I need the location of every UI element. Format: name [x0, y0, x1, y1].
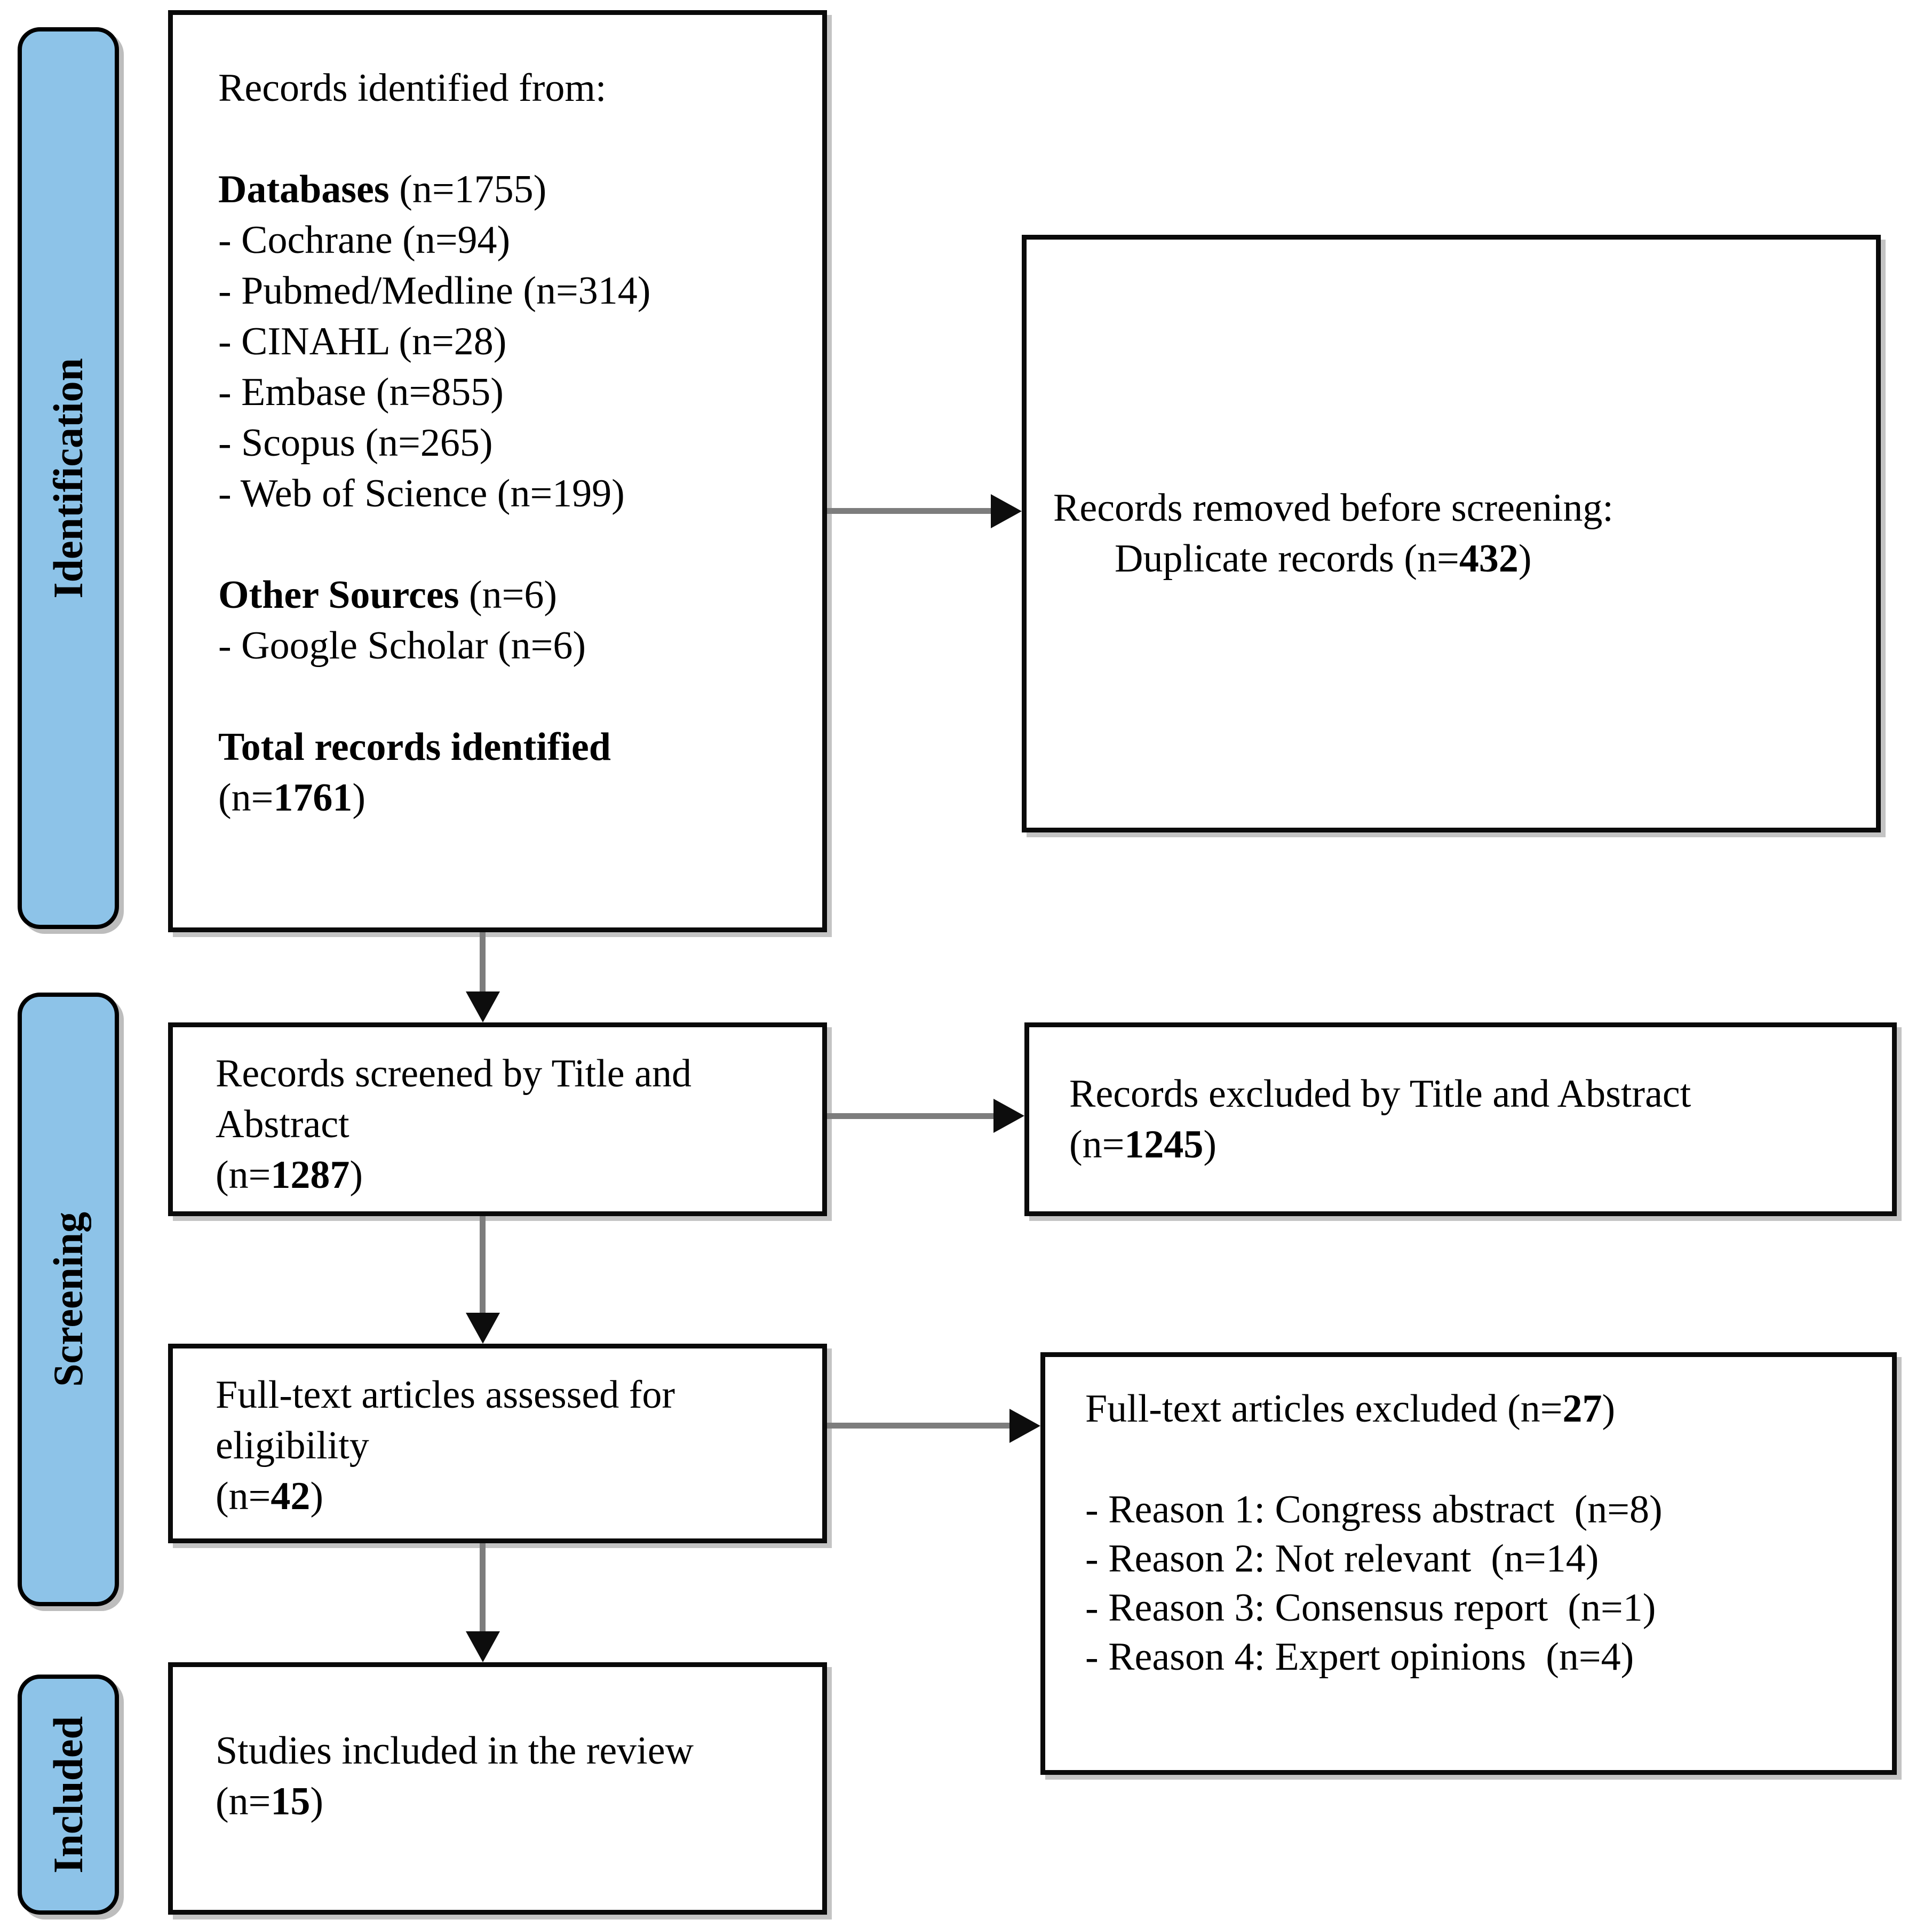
count-suffix: )	[310, 1780, 324, 1823]
arrow-head-identified-to-screened	[466, 991, 500, 1022]
box-records-identified: Records identified from: Databases (n=17…	[168, 10, 827, 932]
spacer	[218, 114, 801, 164]
exclusion-reason-1: - Reason 1: Congress abstract (n=8)	[1085, 1488, 1663, 1532]
arrow-line-screened-to-excluded	[827, 1113, 995, 1119]
count-value: 432	[1459, 537, 1518, 581]
count-suffix: )	[1602, 1387, 1616, 1431]
other-sources-count: (n=6)	[459, 573, 558, 617]
duplicate-records-count: Duplicate records (n=432)	[1053, 534, 1855, 584]
exclusion-reason-3: - Reason 3: Consensus report (n=1)	[1085, 1586, 1656, 1630]
arrow-line-fulltext-to-included	[480, 1543, 486, 1633]
arrow-line-identified-to-removed	[827, 508, 992, 514]
arrow-line-screened-to-fulltext	[480, 1216, 486, 1314]
count-value: 1245	[1124, 1122, 1204, 1167]
count-suffix: )	[352, 776, 366, 820]
spacer	[218, 671, 801, 722]
other-sources-heading: Other Sources	[218, 573, 459, 617]
total-records-count: (n=1761)	[218, 773, 801, 823]
count-value: 42	[271, 1474, 311, 1518]
arrow-head-identified-to-removed	[991, 494, 1022, 528]
records-removed-title: Records removed before screening:	[1053, 486, 1613, 530]
count-suffix: )	[1203, 1122, 1217, 1167]
arrow-head-screened-to-excluded	[993, 1099, 1024, 1133]
box-records-excluded-title-abstract: Records excluded by Title and Abstract (…	[1024, 1022, 1897, 1216]
records-excluded-title: Records excluded by Title and Abstract	[1069, 1072, 1691, 1116]
fulltext-assessed-line2: eligibility	[216, 1424, 369, 1467]
stage-label-screening: Screening	[45, 1212, 91, 1387]
count-suffix: )	[349, 1153, 363, 1197]
box-studies-included: Studies included in the review (n=15)	[168, 1662, 827, 1915]
fulltext-excluded-heading: Full-text articles excluded (n=27)	[1085, 1384, 1871, 1434]
count-suffix: )	[310, 1474, 324, 1518]
studies-included-count: (n=15)	[216, 1776, 801, 1827]
database-item-web-of-science: - Web of Science (n=199)	[218, 472, 625, 515]
records-identified-title: Records identified from:	[218, 66, 607, 110]
fulltext-assessed-count: (n=42)	[216, 1471, 801, 1522]
count-prefix: (n=	[216, 1153, 271, 1197]
database-item-cochrane: - Cochrane (n=94)	[218, 218, 511, 262]
exclusion-reasons-list: - Reason 1: Congress abstract (n=8) - Re…	[1085, 1485, 1871, 1681]
arrow-head-fulltext-to-excluded	[1009, 1409, 1040, 1443]
arrow-line-fulltext-to-excluded	[827, 1423, 1011, 1429]
exclusion-reason-4: - Reason 4: Expert opinions (n=4)	[1085, 1635, 1634, 1679]
exclusion-reason-2: - Reason 2: Not relevant (n=14)	[1085, 1537, 1599, 1581]
records-screened-line1: Records screened by Title and	[216, 1052, 691, 1096]
fulltext-assessed-line1: Full-text articles assessed for	[216, 1373, 675, 1417]
records-screened-count: (n=1287)	[216, 1150, 801, 1201]
database-item-cinahl: - CINAHL (n=28)	[218, 320, 507, 363]
stage-label-identification: Identification	[45, 358, 91, 599]
count-value: 1761	[273, 776, 353, 820]
arrow-head-fulltext-to-included	[466, 1631, 500, 1662]
stage-bar-included: Included	[18, 1675, 119, 1915]
records-excluded-count: (n=1245)	[1069, 1120, 1871, 1170]
count-prefix: Duplicate records (n=	[1115, 537, 1459, 581]
count-value: 15	[271, 1780, 311, 1823]
count-prefix: (n=	[216, 1474, 271, 1518]
spacer	[218, 519, 801, 570]
other-item-google-scholar: - Google Scholar (n=6)	[218, 624, 586, 668]
count-value: 27	[1562, 1387, 1602, 1431]
count-prefix: (n=	[218, 776, 274, 820]
stage-bar-screening: Screening	[18, 993, 119, 1606]
arrow-head-screened-to-fulltext	[466, 1313, 500, 1344]
arrow-line-identified-to-screened	[480, 932, 486, 993]
count-suffix: )	[1518, 537, 1532, 581]
stage-label-included: Included	[45, 1716, 91, 1874]
database-item-embase: - Embase (n=855)	[218, 370, 504, 414]
other-sources-heading-line: Other Sources (n=6)	[218, 570, 801, 621]
database-item-scopus: - Scopus (n=265)	[218, 421, 493, 465]
total-records-heading: Total records identified	[218, 725, 611, 769]
count-value: 1287	[271, 1153, 350, 1197]
box-records-removed: Records removed before screening: Duplic…	[1022, 235, 1881, 832]
databases-heading: Databases	[218, 168, 389, 211]
database-item-pubmed: - Pubmed/Medline (n=314)	[218, 269, 651, 313]
box-fulltext-excluded: Full-text articles excluded (n=27) - Rea…	[1040, 1352, 1897, 1775]
box-records-screened: Records screened by Title and Abstract (…	[168, 1022, 827, 1216]
count-prefix: Full-text articles excluded (n=	[1085, 1387, 1563, 1431]
count-prefix: (n=	[1069, 1122, 1125, 1167]
count-prefix: (n=	[216, 1780, 271, 1823]
box-fulltext-assessed: Full-text articles assessed for eligibil…	[168, 1344, 827, 1543]
stage-bar-identification: Identification	[18, 27, 119, 929]
databases-count: (n=1755)	[389, 168, 547, 211]
studies-included-line1: Studies included in the review	[216, 1729, 694, 1773]
records-screened-line2: Abstract	[216, 1102, 349, 1146]
databases-heading-line: Databases (n=1755)	[218, 164, 801, 215]
